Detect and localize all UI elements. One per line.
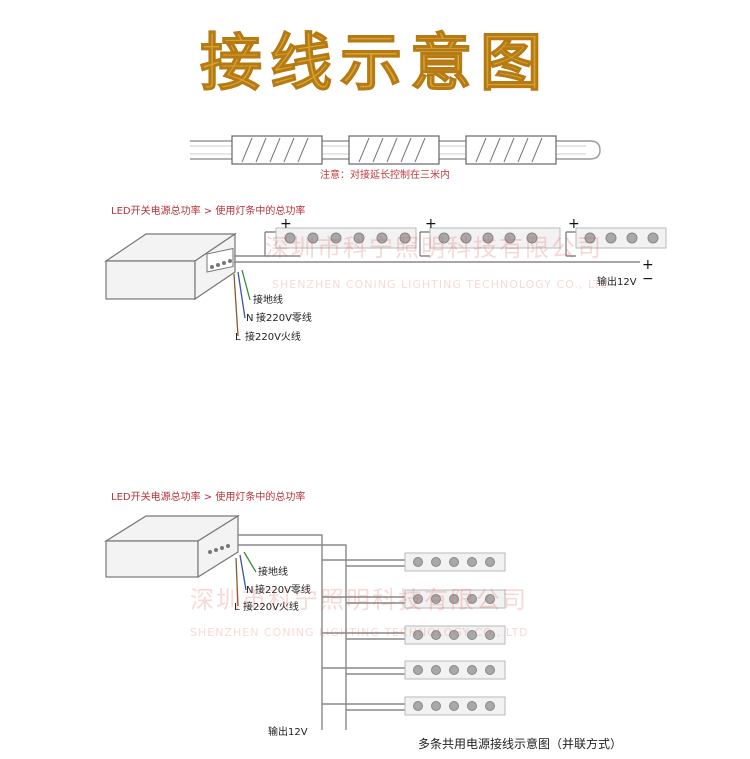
plus-sign-2: + xyxy=(425,216,437,232)
led-strip-top-2 xyxy=(429,227,561,249)
live-label-top: 接220V火线 xyxy=(245,330,301,343)
page-title: 接线示意图 xyxy=(200,26,550,99)
plus-sign-1: + xyxy=(280,216,292,232)
led-strip-parallel-4 xyxy=(404,660,506,680)
parallel-caption: 多条共用电源接线示意图（并联方式） xyxy=(418,736,622,751)
power-rule-bottom: LED开关电源总功率 > 使用灯条中的总功率 xyxy=(111,490,305,503)
led-strip-parallel-2 xyxy=(404,589,506,609)
led-strip-parallel-3 xyxy=(404,625,506,645)
neutral-prefix-top: N xyxy=(246,313,253,324)
power-supply-top xyxy=(104,232,237,301)
neutral-label-bottom: 接220V零线 xyxy=(255,583,311,596)
plus-sign-output: + xyxy=(642,257,654,273)
led-strip-parallel-5 xyxy=(404,696,506,716)
led-strip-parallel-1 xyxy=(404,552,506,572)
watermark-cn-bottom: 深圳市科宁照明科技有限公司 xyxy=(190,586,528,614)
neutral-prefix-bottom: N xyxy=(246,585,253,596)
live-prefix-top: L xyxy=(235,332,241,343)
minus-sign-output: − xyxy=(642,271,654,287)
output-label-top: 输出12V xyxy=(597,275,637,288)
watermark-en-bottom: SHENZHEN CONING LIGHTING TECHNOLOGY CO.,… xyxy=(190,626,529,639)
extension-note: 注意：对接延长控制在三米内 xyxy=(320,168,450,181)
live-prefix-bottom: L xyxy=(234,602,240,613)
cable-joint-3 xyxy=(465,135,557,165)
ground-label-top: 接地线 xyxy=(253,293,283,306)
plus-sign-3: + xyxy=(568,216,580,232)
live-label-bottom: 接220V火线 xyxy=(243,600,299,613)
neutral-label-top: 接220V零线 xyxy=(256,311,312,324)
output-label-bottom: 输出12V xyxy=(268,725,308,738)
ground-label-bottom: 接地线 xyxy=(258,565,288,578)
power-supply-bottom xyxy=(103,514,241,579)
led-strip-top-1 xyxy=(275,227,417,249)
power-rule-top: LED开关电源总功率 > 使用灯条中的总功率 xyxy=(111,204,305,217)
watermark-cn-top: 深圳市科宁照明科技有限公司 xyxy=(265,234,603,262)
cable-joint-2 xyxy=(348,135,440,165)
watermark-en-top: SHENZHEN CONING LIGHTING TECHNOLOGY CO.,… xyxy=(272,278,611,291)
cable-joint-1 xyxy=(231,135,323,165)
led-strip-top-3 xyxy=(575,227,667,249)
extension-cable-diagram xyxy=(190,135,601,165)
